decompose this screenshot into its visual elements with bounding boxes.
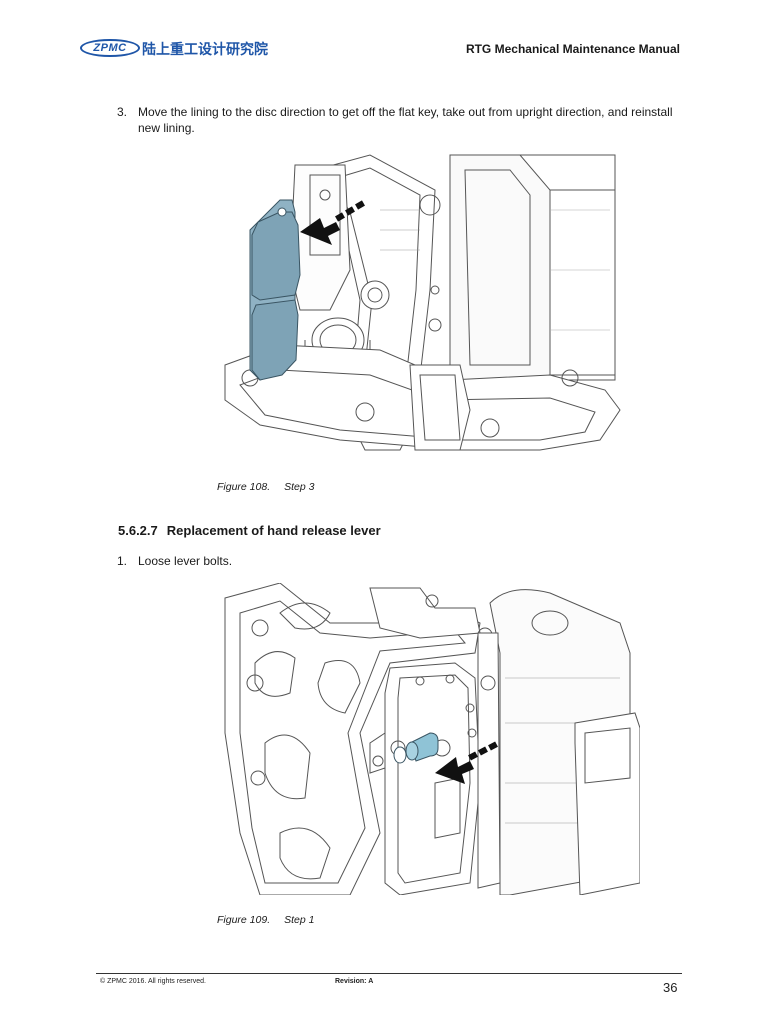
footer-divider (96, 973, 682, 974)
figure-title: Step 1 (284, 914, 315, 926)
page-number: 36 (663, 980, 678, 995)
figure-title: Step 3 (284, 481, 315, 493)
company-logo: ZPMC 陆上重工设计研究院 (80, 38, 268, 60)
footer-copyright: © ZPMC 2016. All rights reserved. (100, 978, 206, 985)
section-title: Replacement of hand release lever (166, 523, 381, 538)
step-text: Loose lever bolts. (138, 554, 233, 568)
figure-number: Figure 108. (217, 481, 271, 493)
figure-number: Figure 109. (217, 914, 271, 926)
figure-108-brake-lining-illustration (224, 154, 621, 451)
figure-109-hand-release-lever-illustration (224, 583, 640, 895)
section-number: 5.6.2.7 (118, 523, 158, 538)
document-title: RTG Mechanical Maintenance Manual (465, 42, 680, 56)
step-number: 1. (117, 554, 128, 568)
step-number: 3. (117, 105, 128, 119)
logo-text: ZPMC (93, 42, 127, 54)
footer-revision: Revision: A (335, 978, 374, 985)
figure-108-caption: Figure 108. Step 3 (217, 481, 314, 493)
step-text: Move the lining to the disc direction to… (138, 105, 673, 135)
section-heading: 5.6.2.7 Replacement of hand release lever (118, 523, 381, 538)
figure-109-caption: Figure 109. Step 1 (217, 914, 314, 926)
logo-chinese-name: 陆上重工设计研究院 (142, 42, 268, 58)
logo-oval: ZPMC (80, 39, 140, 57)
